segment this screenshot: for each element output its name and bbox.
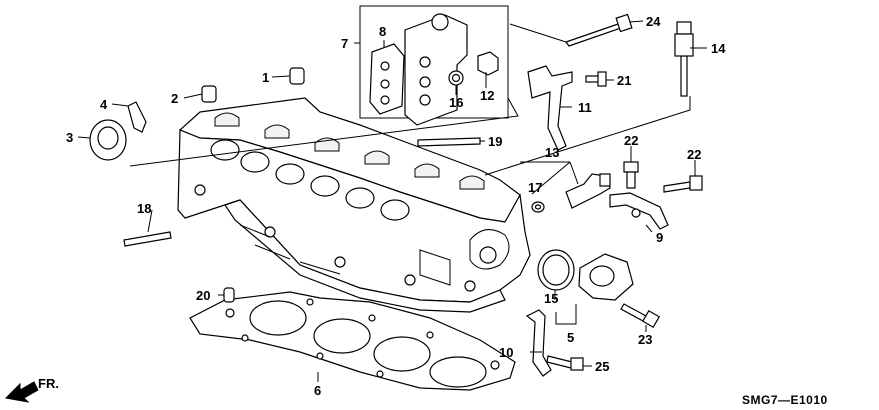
fasteners <box>89 13 703 371</box>
callout-4: 4 <box>100 97 108 112</box>
callout-10: 10 <box>499 345 513 360</box>
callout-22-upper: 22 <box>624 133 638 148</box>
callout-21: 21 <box>617 73 631 88</box>
leader-lines <box>77 20 707 382</box>
front-arrow-label: FR. <box>38 376 59 391</box>
callout-24: 24 <box>646 14 661 29</box>
callout-12: 12 <box>480 88 494 103</box>
callout-17: 17 <box>528 180 542 195</box>
water-outlet <box>537 249 634 301</box>
front-arrow: FR. <box>4 376 59 403</box>
callout-18: 18 <box>137 201 151 216</box>
callout-labels: 1 2 3 4 5 6 7 8 9 10 11 12 13 14 15 16 1… <box>66 14 726 398</box>
head-gasket <box>189 291 516 391</box>
callout-9: 9 <box>656 230 663 245</box>
callout-11: 11 <box>578 100 592 115</box>
callout-2: 2 <box>171 91 178 106</box>
bracket <box>527 65 573 151</box>
callout-23: 23 <box>638 332 652 347</box>
cylinder-head <box>177 97 531 313</box>
sensor <box>531 173 611 213</box>
spool-valve-assembly <box>359 5 509 126</box>
callout-7: 7 <box>341 36 348 51</box>
pipe <box>609 192 669 230</box>
callout-5: 5 <box>567 330 574 345</box>
callout-13: 13 <box>545 145 559 160</box>
callout-14: 14 <box>711 41 726 56</box>
callout-6: 6 <box>314 383 321 398</box>
callout-22-right: 22 <box>687 147 701 162</box>
diagram-code: SMG7—E1010 <box>742 393 828 407</box>
callout-15: 15 <box>544 291 558 306</box>
callout-25: 25 <box>595 359 609 374</box>
callout-16: 16 <box>449 95 463 110</box>
callout-1: 1 <box>262 70 269 85</box>
callout-8: 8 <box>379 24 386 39</box>
callout-19: 19 <box>488 134 502 149</box>
bracket-lower <box>525 309 552 377</box>
callout-3: 3 <box>66 130 73 145</box>
callout-20: 20 <box>196 288 210 303</box>
